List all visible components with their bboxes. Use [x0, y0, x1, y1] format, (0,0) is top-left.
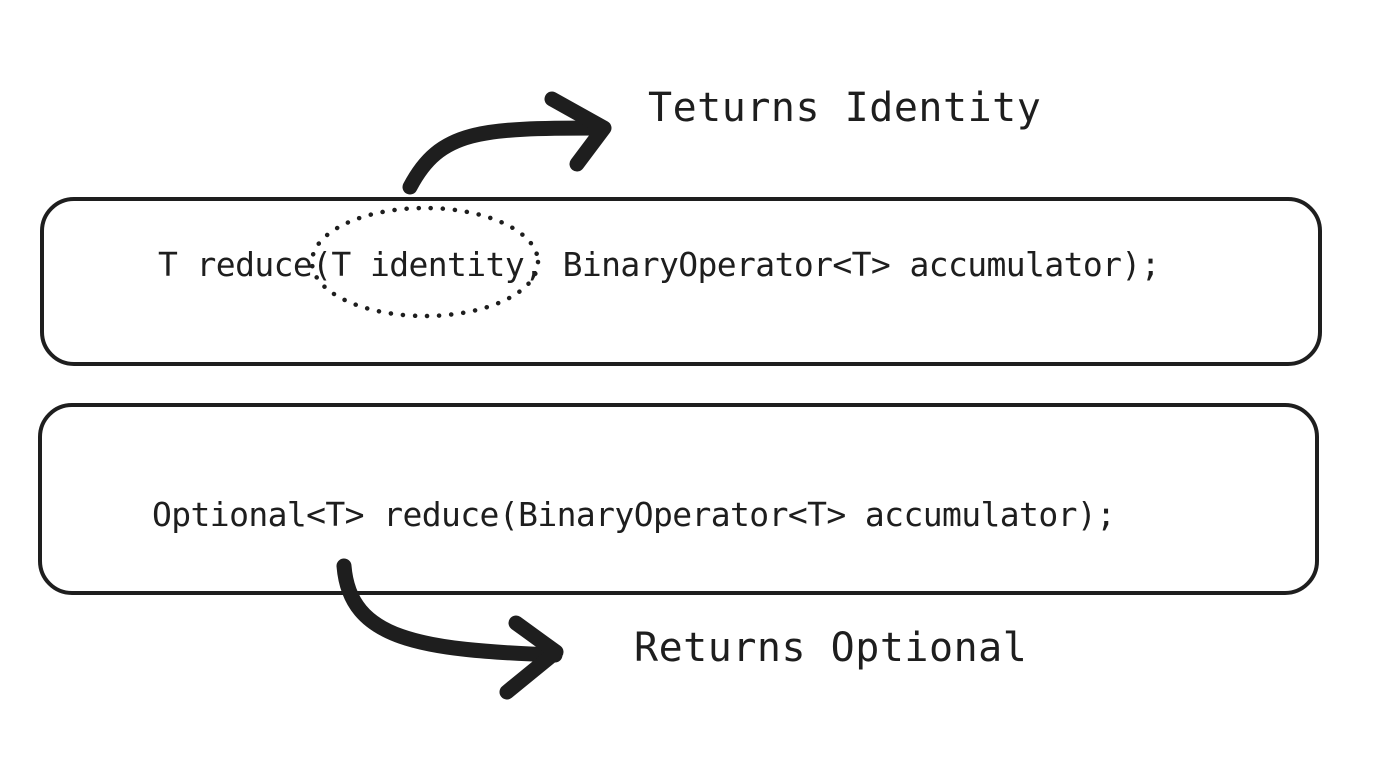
optional-signature-code: Optional<T> reduce(BinaryOperator<T> acc…	[152, 495, 1116, 534]
optional-arrow-head	[499, 615, 564, 700]
optional-return-note: Returns Optional	[634, 625, 1028, 671]
identity-arrow	[402, 120, 608, 195]
optional-signature-box	[38, 403, 1319, 595]
identity-arrow-head	[544, 91, 612, 172]
identity-return-note: Teturns Identity	[648, 85, 1042, 131]
identity-signature-box	[40, 197, 1322, 366]
identity-signature-code: T reduce(T identity, BinaryOperator<T> a…	[158, 245, 1161, 284]
